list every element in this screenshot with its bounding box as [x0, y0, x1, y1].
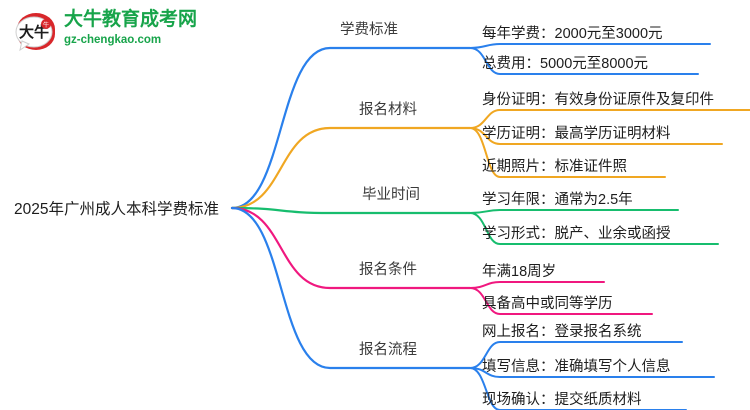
leaf-connector-1-2 [469, 47, 699, 75]
leaf-node-5-2[interactable]: 填写信息：准确填写个人信息 [482, 359, 671, 375]
branch-connector-4 [230, 206, 472, 290]
leaf-node-2-3[interactable]: 近期照片：标准证件照 [482, 159, 627, 175]
branch-label-5[interactable]: 报名流程 [359, 342, 417, 358]
leaf-node-1-2[interactable]: 总费用：5000元至8000元 [482, 56, 649, 72]
logo-domain: gz-chengkao.com [64, 34, 162, 46]
branch-label-1[interactable]: 学费标准 [340, 22, 398, 38]
branch-label-4[interactable]: 报名条件 [359, 262, 417, 278]
leaf-connector-4-1 [469, 281, 605, 289]
daniu-seal-icon: 大牛 牛 [15, 13, 55, 52]
leaf-node-4-1[interactable]: 年满18周岁 [482, 264, 557, 280]
leaf-connector-2-1 [469, 109, 750, 129]
branch-connector-5 [230, 206, 472, 370]
site-logo: 大牛 牛 大牛教育成考网 gz-chengkao.com [14, 8, 224, 54]
branch-connector-3 [230, 206, 472, 215]
leaf-connector-3-1 [469, 209, 679, 214]
leaf-node-3-1[interactable]: 学习年限：通常为2.5年 [482, 192, 633, 208]
leaf-node-4-2[interactable]: 具备高中或同等学历 [482, 296, 613, 312]
leaf-connector-3-2 [469, 212, 719, 245]
leaf-connector-1-1 [469, 43, 711, 49]
leaf-node-1-1[interactable]: 每年学费：2000元至3000元 [482, 26, 663, 42]
leaf-connector-2-3 [469, 127, 666, 178]
branch-label-2[interactable]: 报名材料 [359, 102, 417, 118]
mindmap-root-node[interactable]: 2025年广州成人本科学费标准 [14, 201, 219, 218]
leaf-node-3-2[interactable]: 学习形式：脱产、业余或函授 [482, 226, 671, 242]
leaf-connector-5-1 [469, 341, 683, 369]
leaf-node-5-1[interactable]: 网上报名：登录报名系统 [482, 324, 642, 340]
branch-label-3[interactable]: 毕业时间 [362, 187, 420, 203]
leaf-node-2-1[interactable]: 身份证明：有效身份证原件及复印件 [482, 92, 714, 108]
logo-title: 大牛教育成考网 [64, 9, 198, 30]
leaf-connector-4-2 [469, 287, 653, 315]
branch-connector-2 [230, 126, 472, 210]
leaf-node-2-2[interactable]: 学历证明：最高学历证明材料 [482, 126, 671, 142]
branch-connector-1 [230, 46, 472, 210]
leaf-node-5-3[interactable]: 现场确认：提交纸质材料 [482, 392, 642, 408]
svg-text:牛: 牛 [43, 21, 49, 29]
svg-text:大牛: 大牛 [19, 23, 49, 41]
